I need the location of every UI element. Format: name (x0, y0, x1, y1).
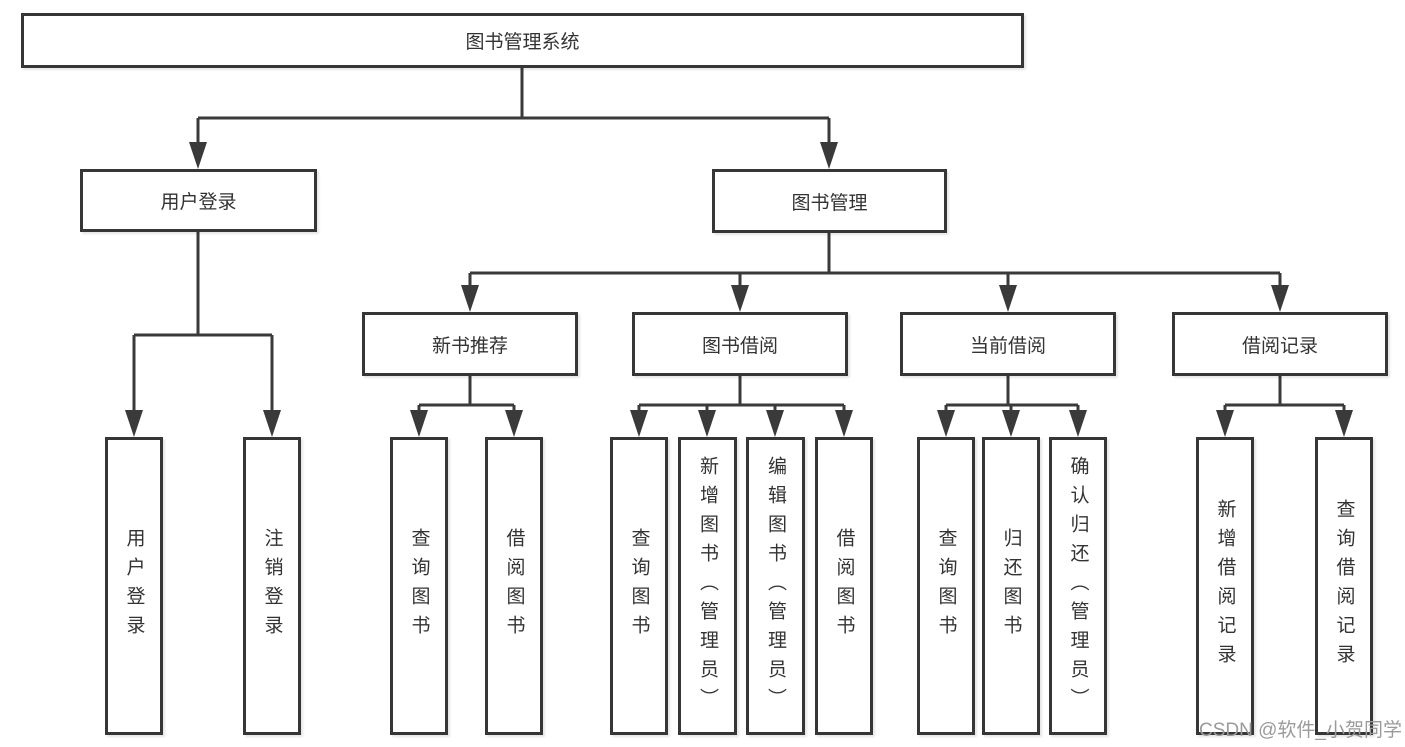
leaf-edit-book-admin: 编辑图书（管理员） (746, 437, 805, 735)
arrowheads-level2 (189, 142, 838, 169)
node-label: 图书借阅 (701, 335, 778, 357)
connector-current-borrow-branch (944, 376, 1080, 412)
connector-user-login-branch (132, 232, 274, 412)
leaf-logout: 注销登录 (243, 437, 301, 735)
node-root-system: 图书管理系统 (21, 13, 1024, 68)
connector-borrow-records-branch (1223, 376, 1346, 412)
connector-root-to-level2 (196, 68, 831, 145)
csdn-watermark: CSDN @软件_小贺同学 (1199, 720, 1402, 741)
leaf-add-book-admin: 新增图书（管理员） (678, 437, 737, 735)
node-user-login: 用户登录 (80, 169, 317, 232)
node-book-management: 图书管理 (712, 169, 947, 233)
leaf-query-borrow-record: 查询借阅记录 (1315, 437, 1373, 735)
node-label: 新书推荐 (431, 335, 508, 357)
node-label: 图书管理系统 (465, 32, 580, 53)
node-label: 确认归还（管理员） (1067, 455, 1089, 717)
leaf-newrec-borrow-book: 借阅图书 (485, 437, 543, 735)
node-label: 新增图书（管理员） (697, 455, 718, 717)
leaf-borrow-borrow-book: 借阅图书 (815, 437, 873, 735)
arrowheads-level3 (461, 285, 1289, 312)
arrowheads-user-login-leaves (125, 410, 281, 437)
node-borrow-records: 借阅记录 (1172, 312, 1388, 376)
node-label: 查询图书 (628, 528, 650, 644)
connector-book-borrow-branch (637, 376, 846, 412)
leaf-confirm-return-admin: 确认归还（管理员） (1049, 437, 1107, 735)
leaf-newrec-query-book: 查询图书 (390, 437, 448, 735)
leaf-add-borrow-record: 新增借阅记录 (1196, 437, 1254, 735)
node-label: 查询借阅记录 (1333, 499, 1355, 673)
node-label: 编辑图书（管理员） (765, 455, 786, 717)
node-label: 图书管理 (791, 192, 868, 214)
node-label: 查询图书 (935, 528, 957, 644)
node-current-borrow: 当前借阅 (900, 312, 1116, 376)
connector-book-management-branch (468, 233, 1282, 287)
leaf-borrow-query-book: 查询图书 (610, 437, 668, 735)
node-label: 归还图书 (1000, 528, 1022, 644)
leaf-return-book: 归还图书 (982, 437, 1040, 735)
leaf-user-login: 用户登录 (105, 437, 163, 735)
node-label: 借阅记录 (1241, 335, 1318, 357)
connector-new-book-branch (417, 376, 516, 412)
node-new-book-recommend: 新书推荐 (362, 312, 578, 376)
node-label: 借阅图书 (503, 528, 525, 644)
node-label: 查询图书 (408, 528, 430, 644)
node-book-borrow: 图书借阅 (632, 312, 848, 376)
arrowheads-leaves (410, 410, 1353, 437)
node-label: 新增借阅记录 (1214, 499, 1236, 673)
node-label: 用户登录 (123, 528, 145, 644)
node-label: 借阅图书 (833, 528, 855, 644)
node-label: 用户登录 (160, 192, 237, 213)
node-label: 当前借阅 (969, 335, 1046, 357)
node-label: 注销登录 (261, 528, 283, 644)
leaf-current-query-book: 查询图书 (917, 437, 975, 735)
